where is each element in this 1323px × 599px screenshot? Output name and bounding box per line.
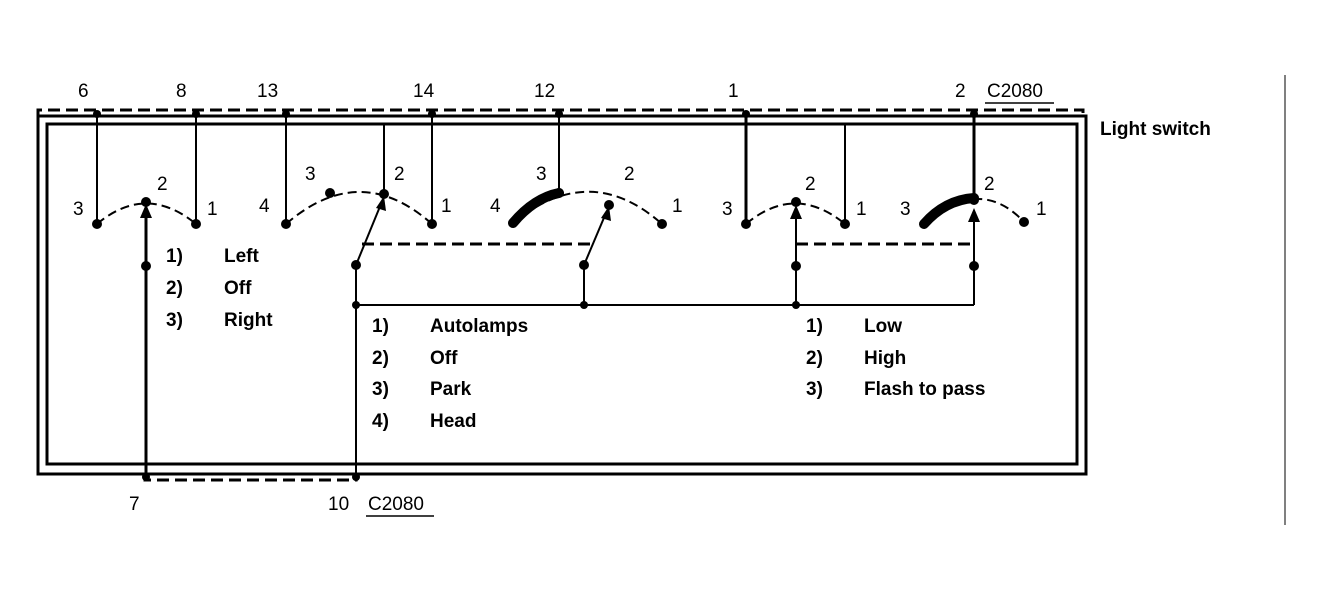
pin-label-10: 10 [328, 494, 349, 515]
headlamp-legend-num-1: 1) [372, 316, 389, 337]
dimmer-legend-num-2: 2) [806, 348, 823, 369]
dimmer-legend-num-1: 1) [806, 316, 823, 337]
dimmer-legend-label-1: Low [864, 316, 902, 337]
turn-legend-label-2: Off [224, 278, 252, 299]
pin-label-2: 2 [955, 81, 966, 102]
headlamp-b-pos-2: 2 [624, 164, 635, 185]
turn-legend-label-1: Left [224, 246, 260, 267]
headlamp-legend-num-2: 2) [372, 348, 389, 369]
dimmer-a-pos-2: 2 [805, 174, 816, 195]
dimmer-b-pos-3: 3 [900, 199, 911, 220]
headlamp-b-pos-4: 4 [490, 196, 501, 217]
dimmer-b-pos-1: 1 [1036, 199, 1047, 220]
pin-label-12: 12 [534, 81, 555, 102]
headlamp-b-pos-1: 1 [672, 196, 683, 217]
headlamp-a-pos-4: 4 [259, 196, 270, 217]
bottom-connector-id: C2080 [368, 494, 424, 515]
headlamp-legend-label-4: Head [430, 411, 476, 432]
dimmer-switch: 3 2 1 3 2 1 [722, 110, 1047, 309]
turn-pos-2: 2 [157, 174, 168, 195]
pin-label-13: 13 [257, 81, 278, 102]
pin-label-1: 1 [728, 81, 739, 102]
headlamp-legend-label-3: Park [430, 379, 472, 400]
turn-legend: 1) Left 2) Off 3) Right [166, 246, 273, 331]
pin-label-7: 7 [129, 494, 140, 515]
turn-legend-num-2: 2) [166, 278, 183, 299]
turn-signal-switch: 3 2 1 [73, 110, 218, 481]
dimmer-a-pos-3: 3 [722, 199, 733, 220]
headlamp-switch: 4 3 2 1 4 3 2 1 [259, 110, 974, 481]
headlamp-legend: 1) Autolamps 2) Off 3) Park 4) Head [372, 316, 528, 432]
component-title: Light switch [1100, 119, 1211, 140]
dimmer-legend-num-3: 3) [806, 379, 823, 400]
dimmer-legend-label-3: Flash to pass [864, 379, 985, 400]
top-connector-outline [36, 108, 1085, 118]
headlamp-a-pos-1: 1 [441, 196, 452, 217]
headlamp-a-pos-3: 3 [305, 164, 316, 185]
headlamp-legend-label-2: Off [430, 348, 458, 369]
headlamp-legend-num-3: 3) [372, 379, 389, 400]
headlamp-a-pos-2: 2 [394, 164, 405, 185]
turn-legend-label-3: Right [224, 310, 273, 331]
dimmer-a-pos-1: 1 [856, 199, 867, 220]
headlamp-legend-num-4: 4) [372, 411, 389, 432]
turn-legend-num-3: 3) [166, 310, 183, 331]
headlamp-b-pos-3: 3 [536, 164, 547, 185]
dimmer-legend: 1) Low 2) High 3) Flash to pass [806, 316, 985, 400]
pin-label-8: 8 [176, 81, 187, 102]
top-connector-id: C2080 [987, 81, 1043, 102]
dimmer-b-pos-2: 2 [984, 174, 995, 195]
switch-housing-inner [45, 122, 1079, 466]
pin-label-6: 6 [78, 81, 89, 102]
pin-label-14: 14 [413, 81, 435, 102]
turn-legend-num-1: 1) [166, 246, 183, 267]
headlamp-legend-label-1: Autolamps [430, 316, 528, 337]
turn-pos-3: 3 [73, 199, 84, 220]
turn-pos-1: 1 [207, 199, 218, 220]
dimmer-legend-label-2: High [864, 348, 906, 369]
